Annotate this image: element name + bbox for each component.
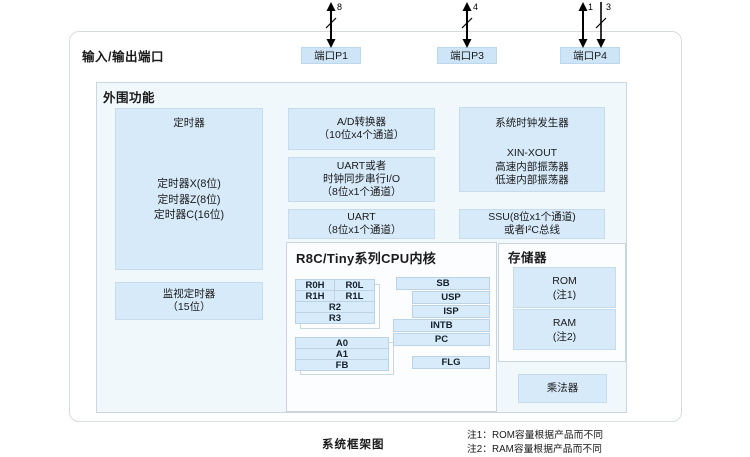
bus-arrow-p4-out: [595, 2, 607, 48]
bus-arrow-p1: [325, 2, 337, 48]
register-pc: PC: [393, 333, 490, 346]
bus-slash-icon: [325, 17, 337, 29]
diagram-caption: 系统框架图: [322, 439, 385, 451]
ram-block: RAM (注2): [513, 309, 616, 350]
register-r1l: R1L: [334, 290, 375, 302]
bus-arrow-p4-bidir: [578, 2, 588, 48]
register-isp: ISP: [412, 305, 490, 318]
timer-lines: 定时器X(8位) 定时器Z(8位) 定时器C(16位): [153, 178, 225, 221]
rom-block: ROM (注1): [513, 267, 616, 308]
system-clock-block: 系统时钟发生器 XIN-XOUT 高速内部振荡器 低速内部振荡器: [459, 107, 605, 192]
peripheral-panel-label: 外围功能: [103, 91, 156, 105]
timer-block: 定时器 定时器X(8位) 定时器Z(8位) 定时器C(16位): [115, 108, 263, 270]
multiplier-block: 乘法器: [518, 374, 607, 403]
footnote-1: 注1：ROM容量根据产品而不同: [467, 430, 604, 441]
oscillator-lines: XIN-XOUT 高速内部振荡器 低速内部振荡器: [495, 147, 569, 186]
register-usp: USP: [412, 291, 490, 304]
register-flg: FLG: [412, 356, 490, 369]
uart-block: UART （8位x1个通道）: [288, 209, 435, 239]
port-p3-box: 端口P3: [437, 47, 497, 64]
memory-title: 存储器: [508, 251, 548, 265]
footnotes: 注1：ROM容量根据产品而不同 注2：RAM容量根据产品而不同: [467, 429, 603, 456]
bus-width-p4-out: 3: [606, 2, 611, 12]
bus-width-p4-bidir: 1: [588, 2, 593, 12]
uart-clock-sync-block: UART或者 时钟同步串行I/O （8位x1个通道）: [288, 157, 435, 202]
cpu-core-title: R8C/Tiny系列CPU内核: [296, 251, 437, 266]
register-fb: FB: [295, 359, 389, 371]
bus-arrows: 8 4 1 3: [325, 2, 611, 48]
ssu-i2c-block: SSU(8位x1个通道) 或者I²C总线: [459, 209, 605, 239]
bus-arrow-p3: [461, 2, 473, 48]
footnote-2: 注2：RAM容量根据产品而不同: [467, 443, 602, 455]
port-p4-box: 端口P4: [560, 47, 620, 64]
bus-slash-icon: [461, 17, 473, 29]
register-intb: INTB: [393, 319, 490, 332]
register-r3: R3: [295, 312, 375, 324]
bus-slash-icon: [595, 17, 607, 29]
ad-converter-block: A/D转换器 （10位x4个通道）: [288, 108, 435, 150]
bus-width-p1: 8: [337, 2, 342, 12]
io-ports-label: 输入/输出端口: [82, 50, 164, 64]
bus-width-p3: 4: [473, 2, 478, 12]
register-sb: SB: [396, 277, 490, 290]
timer-title: 定时器: [173, 117, 205, 129]
watchdog-timer-block: 监视定时器 （15位）: [115, 282, 263, 320]
